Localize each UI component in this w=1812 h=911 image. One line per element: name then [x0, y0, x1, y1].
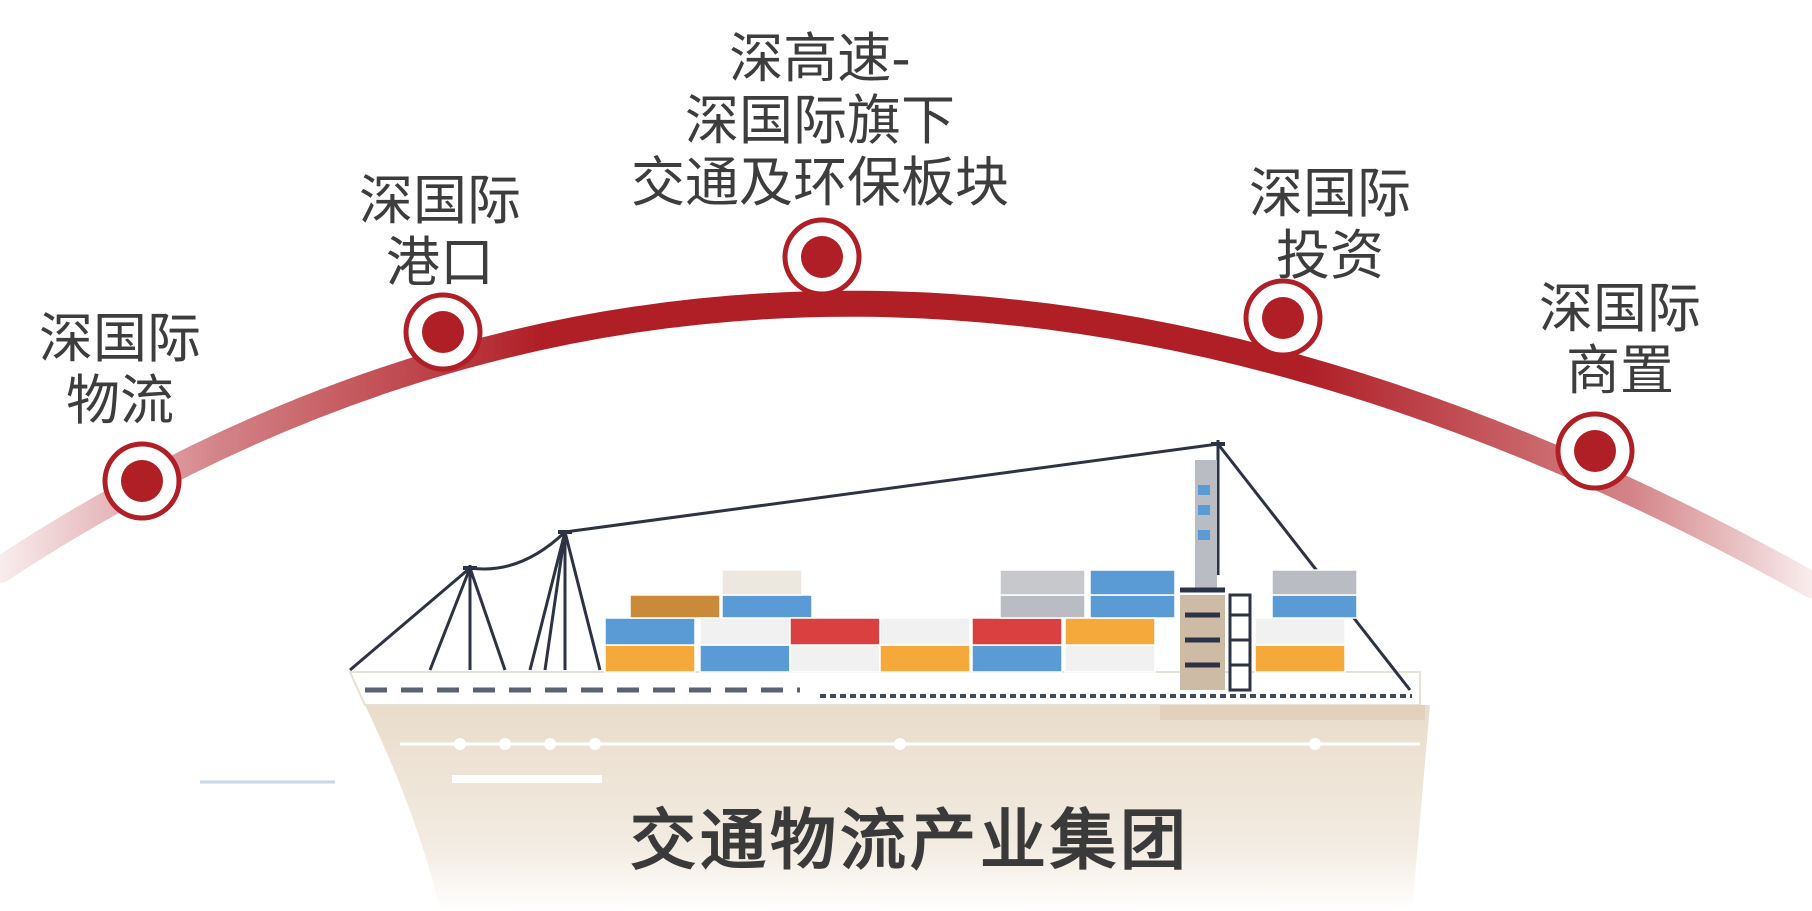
- cargo-container: [629, 594, 721, 619]
- arc-node-2: [403, 292, 483, 372]
- cargo-container: [789, 644, 881, 673]
- cargo-container: [971, 617, 1063, 646]
- ship-hull: [365, 705, 1430, 911]
- cargo-container: [999, 569, 1086, 596]
- node-label-port: 深国际 港口: [359, 169, 521, 294]
- cargo-container: [604, 617, 696, 646]
- arc-node-3: [782, 217, 862, 297]
- cargo-container: [879, 644, 971, 673]
- cargo-container: [721, 594, 813, 619]
- cargo-container: [1254, 644, 1346, 673]
- cargo-container: [1271, 569, 1358, 596]
- cargo-container: [1089, 569, 1176, 596]
- cargo-container: [721, 569, 803, 596]
- cargo-container: [999, 594, 1086, 619]
- node-label-logistics: 深国际 物流: [39, 307, 201, 432]
- arc-node-1: [102, 441, 182, 521]
- cargo-container: [789, 617, 881, 646]
- container-stack: [604, 569, 1358, 673]
- arc-node-4: [1243, 278, 1323, 358]
- cargo-container: [604, 644, 696, 673]
- cargo-container: [1064, 617, 1156, 646]
- cargo-container: [1089, 594, 1176, 619]
- cargo-container: [1271, 594, 1358, 619]
- cargo-container: [699, 644, 791, 673]
- ship-illustration: [200, 440, 1430, 911]
- cargo-container: [1254, 617, 1346, 646]
- node-label-expressway: 深高速- 深国际旗下 交通及环保板块: [631, 27, 1009, 214]
- cargo-container: [699, 617, 791, 646]
- cargo-container: [971, 644, 1063, 673]
- node-label-property: 深国际 商置: [1539, 277, 1701, 402]
- ship-bridge: [1180, 460, 1252, 692]
- cargo-container: [1064, 644, 1156, 673]
- ship-title: 交通物流产业集团: [630, 802, 1190, 879]
- node-label-investment: 深国际 投资: [1249, 162, 1411, 287]
- timeline-arc: [0, 290, 1812, 598]
- cargo-container: [879, 617, 971, 646]
- arc-node-5: [1555, 411, 1635, 491]
